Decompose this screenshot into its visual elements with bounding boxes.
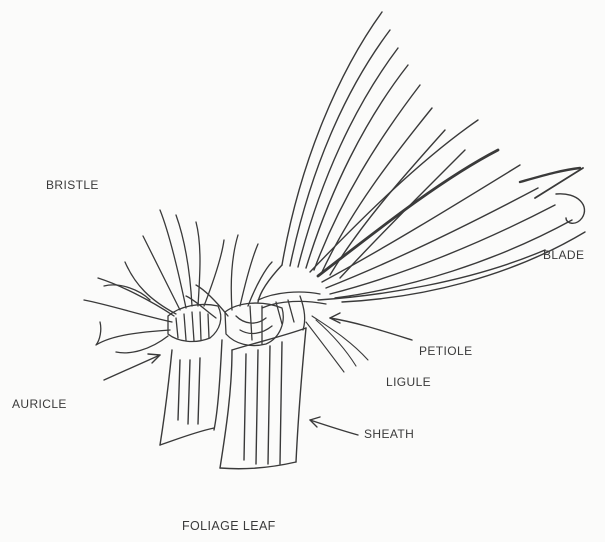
sheath-drawing (160, 328, 306, 469)
sheath-leader-line (310, 417, 358, 435)
petiole-drawing (258, 292, 326, 330)
auricle-label: AURICLE (12, 397, 67, 411)
petiole-label: PETIOLE (419, 344, 472, 358)
auricle-leader-line (104, 354, 160, 380)
sheath-label: SHEATH (364, 427, 414, 441)
blade-leader-line (556, 194, 584, 223)
auricle-drawing (168, 303, 283, 345)
ligule-label: LIGULE (386, 375, 431, 389)
figure-caption: FOLIAGE LEAF (182, 519, 276, 533)
petiole-leader-line (330, 313, 412, 340)
blade-label: BLADE (543, 248, 584, 262)
blade-drawing (258, 12, 585, 302)
bristle-label: BRISTLE (46, 178, 99, 192)
